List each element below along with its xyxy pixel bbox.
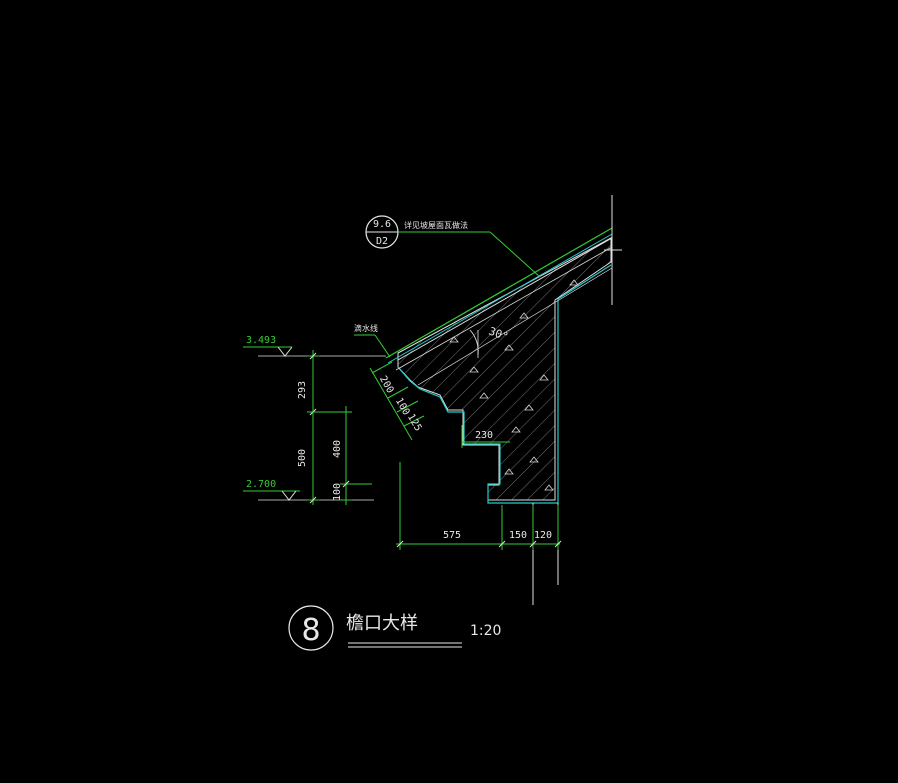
dim-400: 400 — [332, 440, 343, 458]
dim-293: 293 — [297, 381, 308, 399]
dim-150: 150 — [509, 530, 527, 541]
ref-note: 详见坡屋面瓦做法 — [404, 220, 468, 230]
section-outline — [397, 264, 612, 504]
angle-annotation: 30° — [469, 325, 510, 358]
horizontal-dimensions — [396, 462, 562, 550]
dim-230: 230 — [475, 430, 493, 441]
ref-bottom-text: D2 — [376, 236, 388, 247]
dim-500: 500 — [297, 449, 308, 467]
vertical-dimensions — [307, 350, 372, 505]
detail-number-circle — [288, 605, 334, 651]
dim-120: 120 — [534, 530, 552, 541]
drawing-scale: 1:20 — [470, 623, 501, 639]
drip-note: 滴水线 — [354, 323, 391, 358]
detail-number: 8 — [301, 613, 320, 648]
dim-100: 100 — [332, 483, 343, 501]
elevation-marker-top: 3.493 — [243, 335, 386, 357]
elevation-top-label: 3.493 — [246, 335, 276, 346]
dim-125: 125 — [405, 412, 424, 433]
dim-575: 575 — [443, 530, 461, 541]
detail-reference: 9.6 D2 详见坡屋面瓦做法 — [365, 215, 541, 278]
dim-230-lines — [461, 425, 510, 448]
drip-note-text: 滴水线 — [354, 323, 378, 333]
roof-slope — [385, 227, 613, 386]
dim-100-slant: 100 — [393, 396, 412, 417]
ref-top-text: 9.6 — [373, 219, 391, 230]
slanted-dimensions — [369, 361, 425, 441]
elevation-marker-bottom: 2.700 — [243, 479, 374, 501]
drawing-title: 檐口大样 — [346, 613, 418, 634]
elevation-bottom-label: 2.700 — [246, 479, 276, 490]
title-block: 8 檐口大样 1:20 — [288, 605, 501, 651]
aggregate-marks — [449, 279, 579, 491]
concrete-section — [397, 237, 612, 501]
angle-label: 30° — [487, 325, 510, 344]
